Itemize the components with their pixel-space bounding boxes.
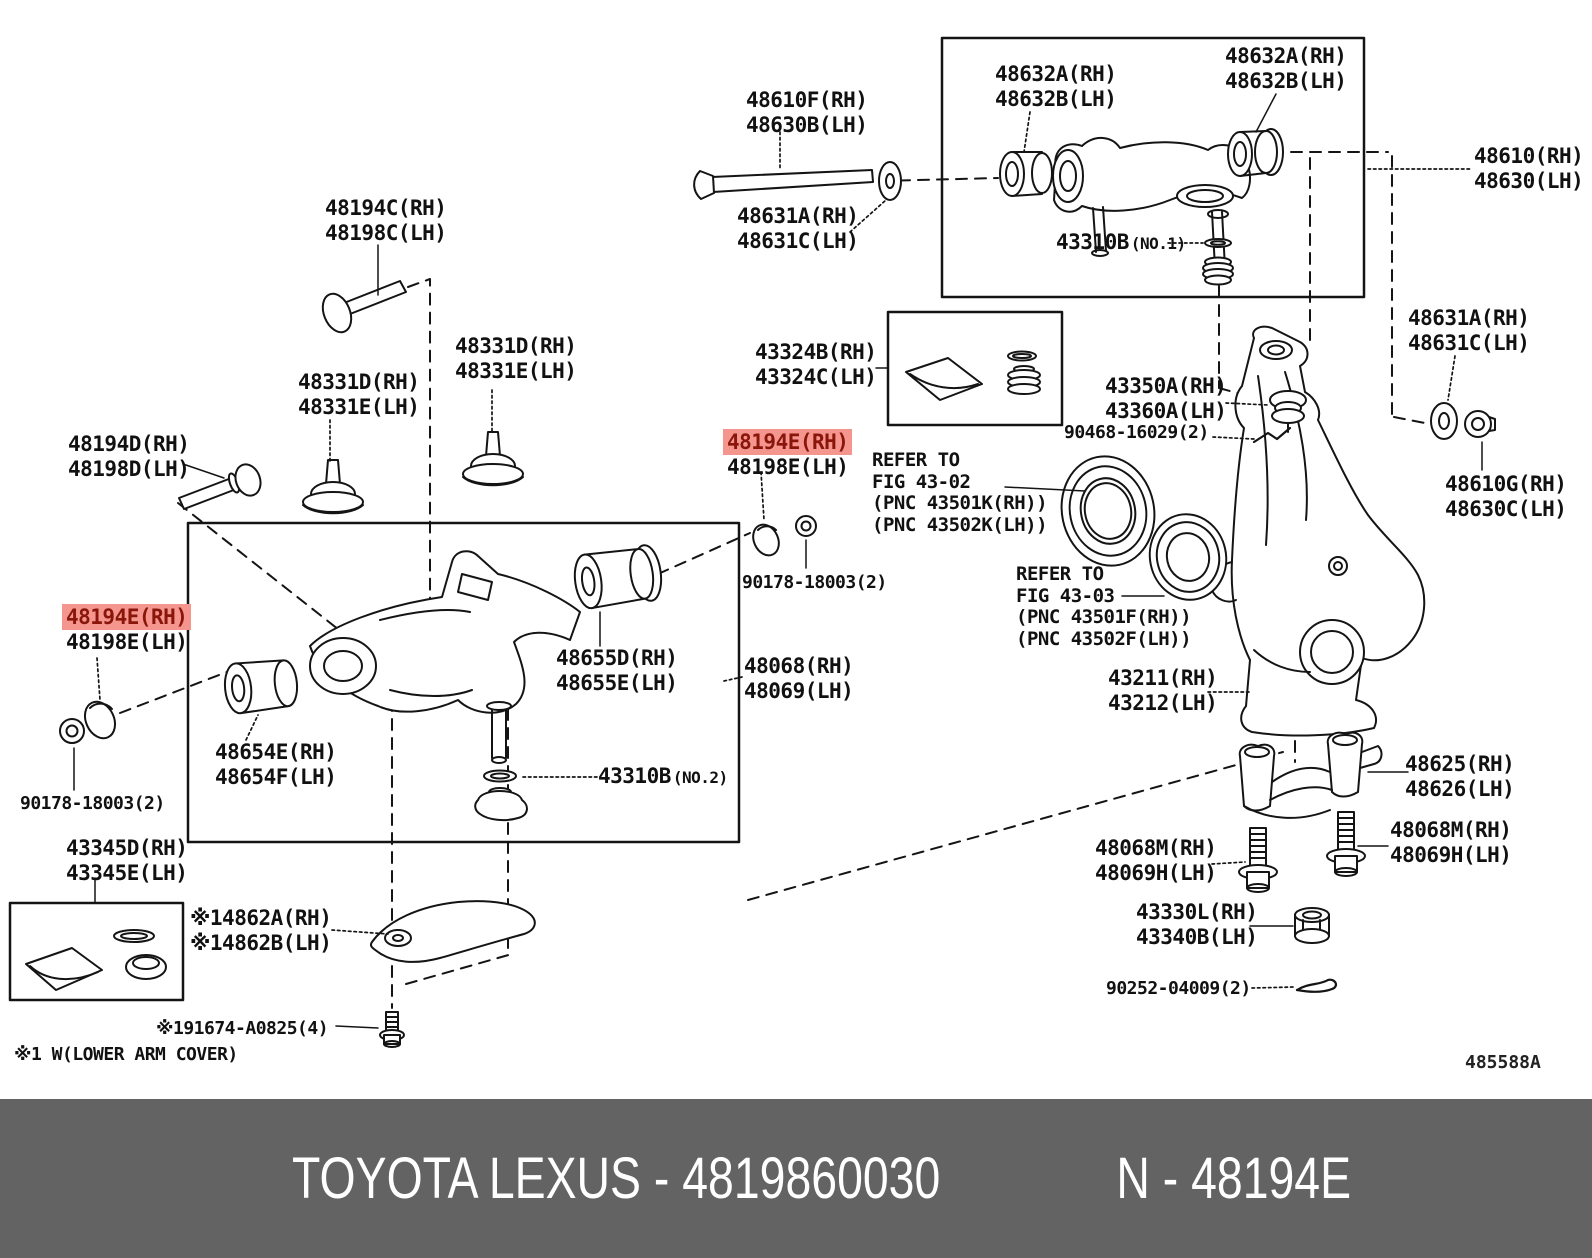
part-label-48194d: 48194D(RH)48198D(LH)	[68, 432, 190, 481]
dotted-leader-lines	[96, 111, 1473, 989]
bushing-48632a-right	[1227, 128, 1284, 177]
nut-90178-middle	[795, 515, 817, 537]
dust-cover-48331d-right	[462, 431, 524, 487]
part-label-48610g: 48610G(RH)48630C(LH)	[1445, 472, 1567, 521]
part-label-43211: 43211(RH)43212(LH)	[1108, 666, 1218, 715]
part-label-48631a-right: 48631A(RH)48631C(LH)	[1408, 306, 1530, 355]
part-label-90252: 90252-04009(2)	[1106, 978, 1251, 999]
lower-arm-box	[186, 521, 741, 844]
bolt-191674	[379, 1011, 405, 1048]
kit-43345-contents	[25, 929, 167, 991]
part-label-48068: 48068(RH)48069(LH)	[744, 654, 854, 703]
part-label-48194e-middle-highlighted: 48194E(RH) 48198E(LH)	[723, 429, 853, 480]
part-label-43310b-no2: 43310B(NO.2)	[598, 764, 728, 788]
footer-part-text: N - 48194E	[1116, 1146, 1352, 1211]
leader-lines	[73, 93, 1483, 1029]
ball-joint-boot	[474, 787, 528, 822]
ball-joint-bracket-48625	[1238, 731, 1383, 819]
part-label-43310b-no1: 43310B(NO.1)	[1056, 230, 1186, 254]
part-label-191674: ※191674-A0825(4)	[156, 1018, 329, 1039]
bolt-48068m-right	[1326, 811, 1366, 877]
part-label-48632a-left: 48632A(RH)48632B(LH)	[995, 62, 1117, 111]
upper-arm-shaft-48610f	[693, 169, 874, 200]
part-label-48331d-right: 48331D(RH)48331E(LH)	[455, 334, 577, 383]
part-label-48654e: 48654E(RH)48654F(LH)	[215, 740, 337, 789]
dust-cover-48331d-left	[302, 459, 364, 515]
seal-ring-fig43-03	[1148, 513, 1228, 601]
upper-arm-box	[940, 36, 1366, 299]
seal-ring-fig43-02	[1060, 455, 1156, 567]
ball-joint-stud	[486, 701, 512, 764]
lower-control-arm	[309, 550, 581, 714]
part-label-48194c: 48194C(RH)48198C(LH)	[325, 196, 447, 245]
coil-spring-upper	[1202, 256, 1234, 286]
footer-banner: TOYOTA LEXUS - 4819860030 N - 48194E	[0, 1099, 1592, 1258]
nut-48610g	[1464, 410, 1496, 438]
bolt-48194c	[321, 280, 407, 334]
part-label-48625: 48625(RH)48626(LH)	[1405, 752, 1515, 801]
snap-ring-43310b-no2	[483, 769, 517, 783]
bushing-48632a-left	[999, 151, 1053, 197]
cap-48194e-left	[83, 700, 117, 740]
part-label-90178-middle: 90178-18003(2)	[742, 572, 887, 593]
part-label-43350a: 43350A(RH)43360A(LH)	[1105, 374, 1227, 423]
part-label-43345d: 43345D(RH)43345E(LH)	[66, 836, 188, 885]
grommet-43350a	[1269, 390, 1307, 433]
part-label-48632a-right: 48632A(RH)48632B(LH)	[1225, 44, 1347, 93]
steering-knuckle	[1210, 325, 1426, 737]
nut-90178-left	[59, 718, 85, 744]
bushing-48655d	[573, 544, 663, 610]
clip-90468	[1252, 426, 1292, 444]
part-label-14862: ※14862A(RH)※14862B(LH)	[190, 906, 332, 955]
cap-48194e-middle	[752, 523, 780, 557]
part-label-48631a-top: 48631A(RH)48631C(LH)	[737, 204, 859, 253]
washer-48631a-top	[878, 161, 902, 201]
part-label-48610f: 48610F(RH)48630B(LH)	[746, 88, 868, 137]
footer-brand-text: TOYOTA LEXUS - 4819860030	[292, 1146, 941, 1211]
footnote-lower-arm-cover: ※1 W(LOWER ARM COVER)	[14, 1044, 238, 1065]
part-label-48068m-left: 48068M(RH)48069H(LH)	[1095, 836, 1217, 885]
part-label-48068m-right: 48068M(RH)48069H(LH)	[1390, 818, 1512, 867]
part-label-48194e-left-highlighted: 48194E(RH) 48198E(LH)	[62, 604, 192, 655]
cotter-pin-90252	[1295, 978, 1338, 993]
kit-43324-contents	[905, 350, 1041, 401]
part-label-43324b: 43324B(RH)43324C(LH)	[755, 340, 877, 389]
part-label-48331d-left: 48331D(RH)48331E(LH)	[298, 370, 420, 419]
part-label-48655d: 48655D(RH)48655E(LH)	[556, 646, 678, 695]
snap-ring-43310b-no1	[1204, 238, 1232, 248]
diagram-code: 485588A	[1465, 1052, 1541, 1073]
bolt-48194d	[178, 463, 262, 510]
castle-nut-43330l	[1294, 907, 1330, 944]
bolt-48068m-left	[1238, 827, 1278, 893]
kit-box-43345	[8, 901, 185, 1002]
part-label-90468: 90468-16029(2)	[1064, 422, 1209, 443]
part-label-43330l: 43330L(RH)43340B(LH)	[1136, 900, 1258, 949]
diagram-linework	[8, 36, 1496, 1048]
washer-48631a-right	[1430, 402, 1458, 440]
part-label-90178-left: 90178-18003(2)	[20, 793, 165, 814]
bushing-48654e	[223, 659, 299, 715]
part-label-48610: 48610(RH)48630(LH)	[1474, 144, 1584, 193]
arm-cover-14862	[369, 900, 536, 963]
